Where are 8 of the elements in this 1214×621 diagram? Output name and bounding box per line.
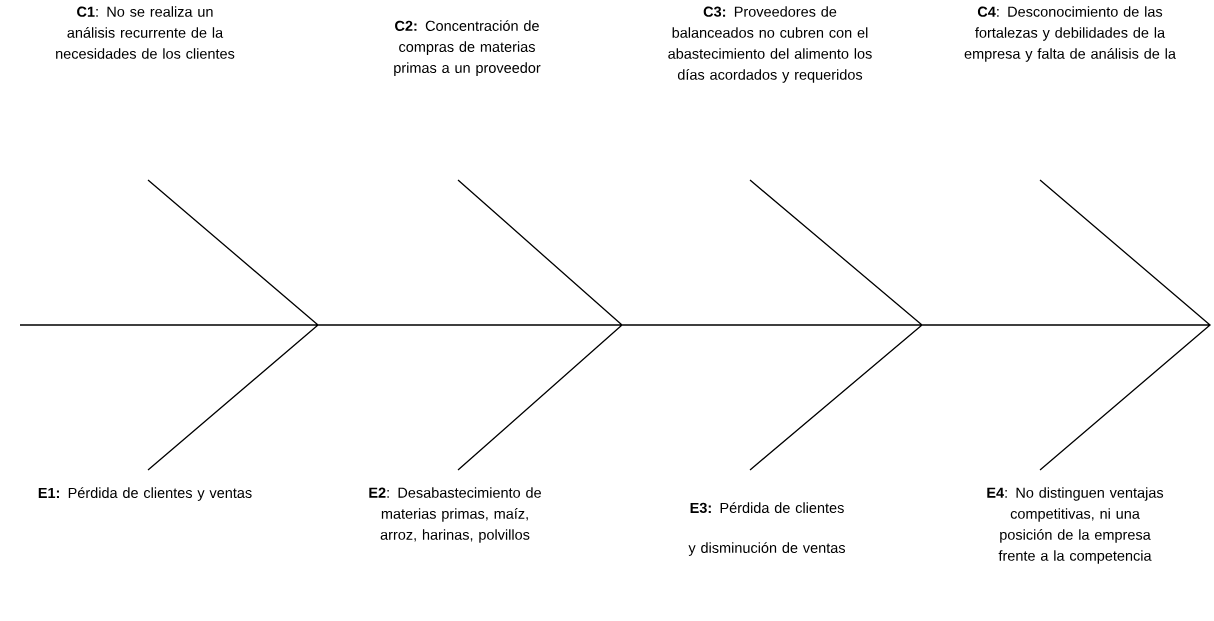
cause-label: E3: Pérdida de clientes y disminución de ventas xyxy=(688,502,846,556)
cause-label: E4: No distinguen ventajas competitivas, ni una posición de la empresa frente a la competencia xyxy=(987,487,1164,564)
cause-label: E2: Desabastecimiento de materias primas, maíz, arroz, harinas, polvillos xyxy=(369,487,541,543)
cause-label: C4: Desconocimiento de las fortalezas y debilidades de la empresa y falta de análisis de la xyxy=(964,6,1176,62)
cause-label: E1: Pérdida de clientes y ventas xyxy=(38,487,252,501)
cause-label: C1: No se realiza un análisis recurrente de la necesidades de los clientes xyxy=(56,6,235,59)
cause-label: C2: Concentración de compras de materias primas a un proveedor xyxy=(394,20,541,76)
cause-label: C3: Proveedores de balanceados no cubren con el abastecimiento del alimento los días acordados y requeridos xyxy=(668,6,872,83)
